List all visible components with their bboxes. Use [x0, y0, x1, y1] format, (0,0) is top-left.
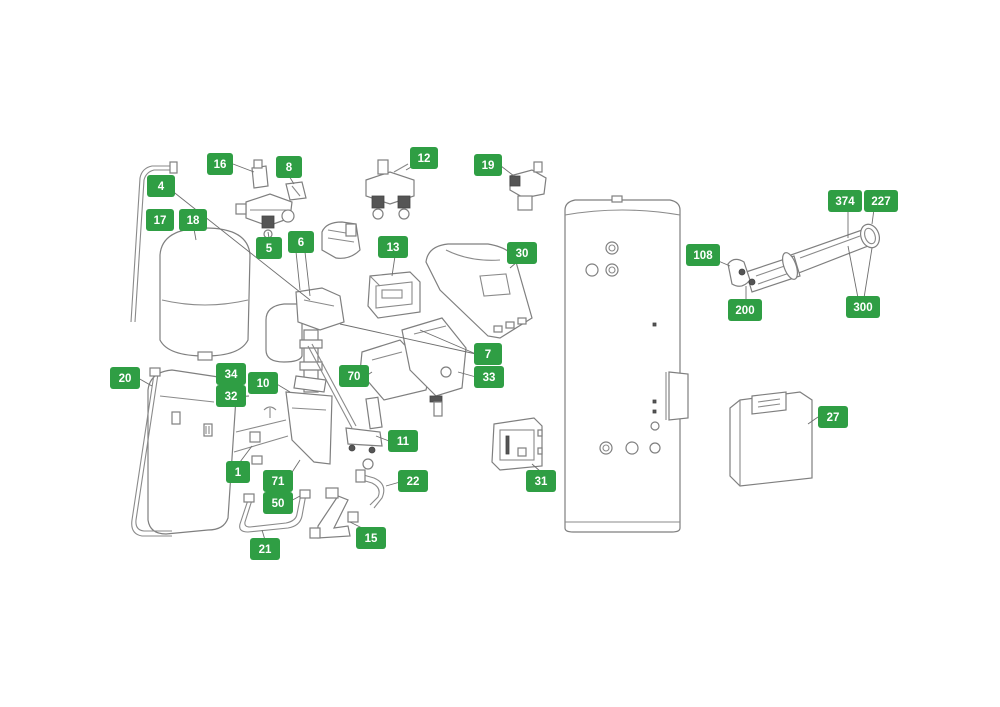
callout-10: 10 — [248, 372, 278, 394]
controller-13 — [367, 271, 421, 319]
lower-pipework — [233, 391, 333, 465]
svg-text:30: 30 — [516, 248, 529, 260]
svg-text:200: 200 — [735, 305, 754, 317]
callout-17: 17 — [146, 209, 174, 231]
svg-text:1: 1 — [235, 467, 242, 479]
callout-13: 13 — [378, 236, 408, 258]
callout-1: 1 — [226, 461, 250, 483]
callout-50: 50 — [263, 492, 293, 514]
hot-water-cylinder — [564, 195, 689, 533]
inhibitor-container — [729, 391, 813, 487]
svg-text:19: 19 — [482, 160, 495, 172]
svg-text:50: 50 — [272, 498, 285, 510]
callout-300: 300 — [846, 296, 880, 318]
svg-text:33: 33 — [483, 372, 496, 384]
callout-5: 5 — [256, 237, 282, 259]
callouts: 16 8 12 19 4 17 18 5 — [110, 147, 898, 560]
svg-text:7: 7 — [485, 349, 491, 361]
svg-text:108: 108 — [693, 250, 713, 262]
svg-text:227: 227 — [871, 196, 890, 208]
svg-text:21: 21 — [259, 544, 272, 556]
callout-33: 33 — [474, 366, 504, 388]
svg-text:20: 20 — [119, 373, 132, 385]
callout-4: 4 — [147, 175, 175, 197]
svg-text:70: 70 — [348, 371, 361, 383]
pipe-20 — [131, 367, 172, 537]
callout-34: 34 — [216, 363, 246, 385]
svg-text:15: 15 — [365, 533, 378, 545]
svg-text:10: 10 — [257, 378, 270, 390]
pipe-22 — [355, 469, 385, 509]
callout-22: 22 — [398, 470, 428, 492]
module-31 — [491, 417, 543, 471]
svg-text:22: 22 — [407, 476, 420, 488]
callout-21: 21 — [250, 538, 280, 560]
nut-8 — [285, 181, 307, 201]
callout-27: 27 — [818, 406, 848, 428]
svg-text:71: 71 — [272, 476, 285, 488]
flue-kit — [727, 223, 881, 293]
valve-12 — [365, 159, 415, 220]
svg-text:6: 6 — [298, 237, 304, 249]
svg-text:16: 16 — [214, 159, 227, 171]
svg-text:17: 17 — [154, 215, 167, 227]
fitting-15 — [309, 487, 359, 539]
front-casing — [147, 369, 237, 535]
callout-32: 32 — [216, 385, 246, 407]
callout-20: 20 — [110, 367, 140, 389]
callout-108: 108 — [686, 244, 720, 266]
callout-6: 6 — [288, 231, 314, 253]
callout-71: 71 — [263, 470, 293, 492]
svg-text:4: 4 — [158, 181, 165, 193]
expansion-vessel — [159, 227, 251, 361]
svg-text:300: 300 — [853, 302, 872, 314]
callout-200: 200 — [728, 299, 762, 321]
svg-text:32: 32 — [225, 391, 238, 403]
svg-text:18: 18 — [187, 215, 200, 227]
fitting-16 — [251, 159, 269, 189]
callout-18: 18 — [179, 209, 207, 231]
callout-8: 8 — [276, 156, 302, 178]
svg-text:5: 5 — [266, 243, 273, 255]
svg-text:8: 8 — [286, 162, 293, 174]
callout-19: 19 — [474, 154, 502, 176]
pipe-4 — [130, 161, 178, 323]
pump-motor — [321, 221, 361, 259]
callout-374: 374 — [828, 190, 862, 212]
svg-text:11: 11 — [397, 436, 410, 448]
callout-15: 15 — [356, 527, 386, 549]
callout-7: 7 — [474, 343, 502, 365]
svg-text:13: 13 — [387, 242, 400, 254]
valve-19 — [509, 161, 547, 211]
callout-70: 70 — [339, 365, 369, 387]
svg-text:12: 12 — [418, 153, 431, 165]
svg-text:34: 34 — [225, 369, 238, 381]
callout-30: 30 — [507, 242, 537, 264]
callout-11: 11 — [388, 430, 418, 452]
svg-text:374: 374 — [835, 196, 855, 208]
valve-11 — [307, 343, 383, 470]
callout-12: 12 — [410, 147, 438, 169]
cover-30 — [425, 243, 533, 339]
bracket-assembly — [359, 317, 467, 417]
svg-text:27: 27 — [827, 412, 840, 424]
callout-31: 31 — [526, 470, 556, 492]
pipe-21 — [239, 489, 311, 533]
valve-group-5 — [235, 193, 295, 239]
callout-16: 16 — [207, 153, 233, 175]
callout-227: 227 — [864, 190, 898, 212]
svg-text:31: 31 — [535, 476, 548, 488]
